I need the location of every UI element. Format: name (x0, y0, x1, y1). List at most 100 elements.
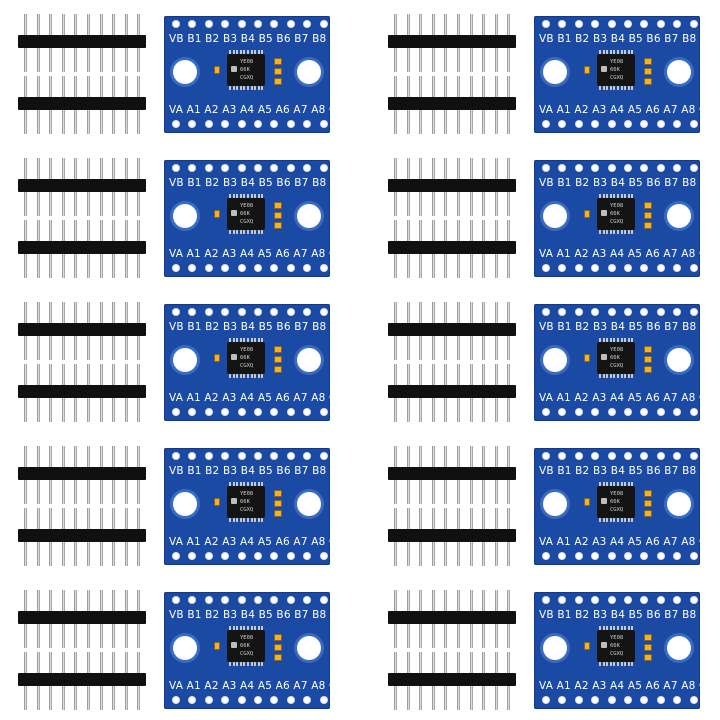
pin-labels-bottom: VA A1 A2 A3 A4 A5 A6 A7 A8 OE (539, 248, 700, 260)
smd-resistor (644, 68, 652, 75)
pin-header (388, 220, 516, 278)
pin-header (388, 508, 516, 566)
solder-pad (575, 21, 582, 27)
solder-pad (592, 453, 599, 459)
mounting-hole (667, 204, 691, 228)
solder-pad (238, 309, 245, 315)
solder-pad (205, 165, 212, 171)
chip-leg (631, 626, 634, 630)
solder-pad (304, 309, 311, 315)
solder-pad (674, 553, 681, 559)
solder-pad (271, 697, 278, 703)
chip-leg (229, 86, 231, 90)
solder-pad (690, 453, 697, 459)
solder-pad (320, 597, 327, 603)
solder-pad (608, 409, 615, 415)
mounting-hole (173, 636, 197, 660)
solder-pad (189, 265, 196, 271)
chip-leg (602, 626, 605, 630)
solder-pad (173, 597, 179, 603)
chip-marking-line: 66K (240, 499, 250, 505)
solder-pad (271, 21, 278, 27)
solder-pad (592, 21, 599, 27)
chip-leg (232, 230, 235, 234)
chip-leg (261, 338, 264, 342)
chip-marking-line: CGXQ (240, 507, 254, 513)
chip-leg (257, 194, 260, 198)
chip-marking-line: CGXQ (610, 507, 624, 513)
solder-pad (271, 309, 278, 315)
solder-pad (625, 409, 631, 415)
chip-leg (247, 482, 249, 486)
chip-leg (620, 230, 623, 234)
header-plastic-spacer (18, 179, 146, 192)
solder-pad (304, 409, 311, 415)
solder-pad (657, 309, 664, 315)
header-plastic-spacer (388, 35, 516, 48)
header-plastic-spacer (388, 529, 516, 542)
chip-leg (243, 194, 246, 198)
chip-leg (617, 626, 619, 630)
solder-pad (173, 165, 179, 171)
chip-leg (606, 230, 609, 234)
header-plastic-spacer (18, 673, 146, 686)
solder-pad (205, 597, 212, 603)
solder-pad (238, 21, 245, 27)
chip-leg (243, 518, 246, 522)
solder-pad (205, 453, 212, 459)
chip-marking-line: YE08 (240, 491, 254, 497)
ti-logo-icon (231, 66, 237, 72)
solder-pad (205, 21, 212, 27)
chip-leg (617, 86, 619, 90)
solder-pad (189, 121, 196, 127)
solder-pad (222, 121, 229, 127)
chip-leg (239, 230, 242, 234)
smd-capacitor (584, 210, 590, 218)
chip-leg (250, 518, 253, 522)
solder-pad (559, 553, 566, 559)
chip-marking-line: CGXQ (240, 75, 254, 81)
smd-resistor (274, 356, 282, 363)
chip-marking-line: 66K (240, 67, 250, 73)
board-kit: VB B1 B2 B3 B4 B5 B6 B7 B8 GNDVA A1 A2 A… (0, 446, 340, 572)
level-shifter-board: VB B1 B2 B3 B4 B5 B6 B7 B8 GNDVA A1 A2 A… (164, 592, 330, 709)
chip-leg (606, 338, 609, 342)
solder-pad (189, 553, 196, 559)
chip-leg (602, 338, 605, 342)
chip-leg (229, 230, 231, 234)
solder-pad (543, 597, 549, 603)
smd-resistor (274, 490, 282, 497)
solder-pad (238, 165, 245, 171)
level-shifter-board: VB B1 B2 B3 B4 B5 B6 B7 B8 GNDVA A1 A2 A… (164, 304, 330, 421)
solder-pad (575, 553, 582, 559)
chip-leg (631, 338, 634, 342)
solder-pad (625, 21, 631, 27)
chip-marking-line: 66K (240, 211, 250, 217)
solder-pad (173, 265, 179, 271)
pin-labels-bottom: VA A1 A2 A3 A4 A5 A6 A7 A8 OE (169, 248, 330, 260)
chip-leg (627, 338, 630, 342)
chip-leg (250, 230, 253, 234)
solder-pad (625, 121, 631, 127)
solder-pad (641, 165, 648, 171)
chip-leg (229, 50, 231, 54)
solder-pad (657, 121, 664, 127)
chip-leg (602, 662, 605, 666)
chip-leg (247, 518, 249, 522)
mounting-hole (173, 492, 197, 516)
solder-pad (255, 553, 261, 559)
chip-leg (254, 338, 257, 342)
chip-leg (602, 86, 605, 90)
solder-pad (271, 265, 278, 271)
chip-leg (609, 482, 612, 486)
chip-leg (599, 86, 601, 90)
chip-leg (620, 338, 623, 342)
header-plastic-spacer (388, 241, 516, 254)
chip-leg (606, 86, 609, 90)
solder-pad (205, 309, 212, 315)
chip-leg (627, 374, 630, 378)
solder-pad (575, 309, 582, 315)
